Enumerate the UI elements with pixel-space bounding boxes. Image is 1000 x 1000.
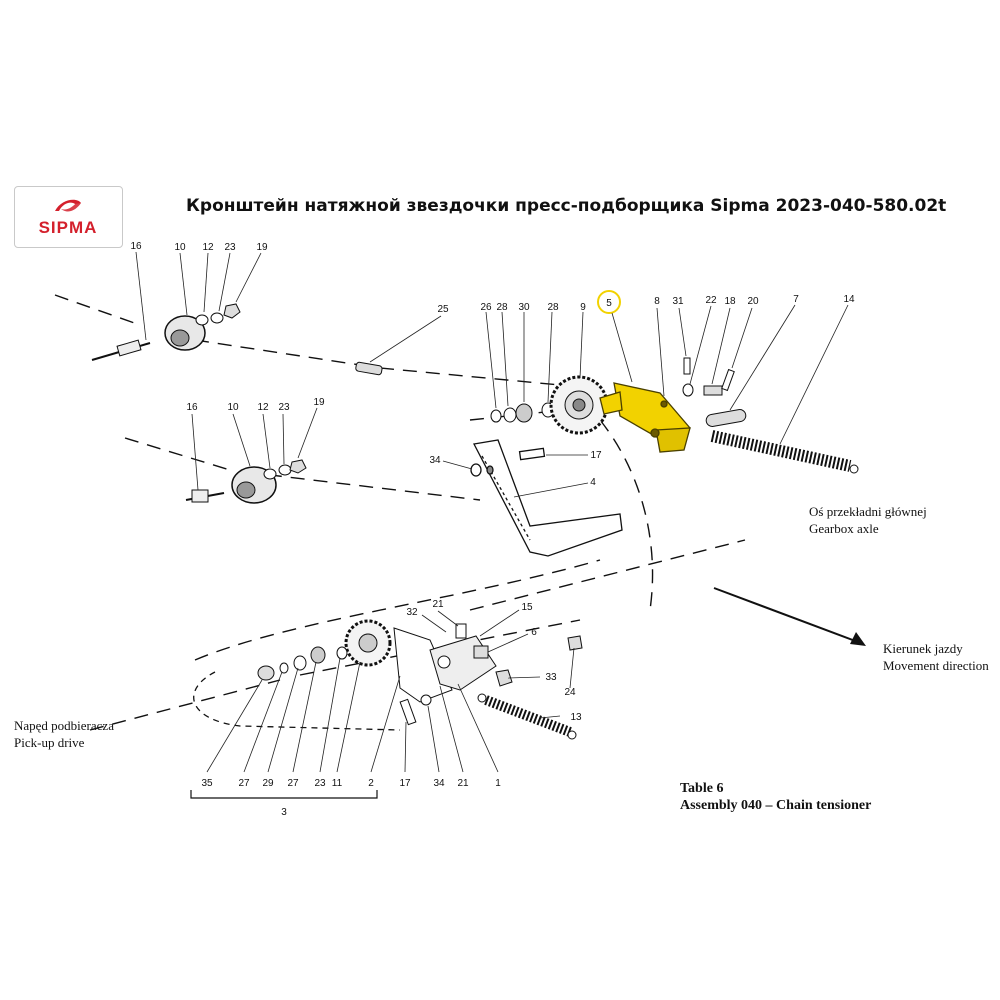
callout-17: 17 bbox=[399, 778, 411, 789]
callout-6: 6 bbox=[531, 627, 537, 638]
callout-19: 19 bbox=[313, 397, 325, 408]
pickup-note: Napęd podbieracza Pick-up drive bbox=[14, 717, 114, 751]
highlight-ring bbox=[597, 290, 621, 314]
callout-34: 34 bbox=[429, 455, 441, 466]
direction-note: Kierunek jazdy Movement direction bbox=[883, 640, 989, 674]
pickup-en: Pick-up drive bbox=[14, 735, 85, 750]
callout-14: 14 bbox=[843, 294, 855, 305]
callout-17: 17 bbox=[590, 450, 602, 461]
upper-sprocket-assembly bbox=[490, 375, 609, 435]
idler-upper bbox=[91, 303, 241, 361]
callout-8: 8 bbox=[654, 296, 660, 307]
table-caption: Table 6 Assembly 040 – Chain tensioner bbox=[680, 780, 871, 814]
spring-14 bbox=[710, 430, 859, 474]
page-title: Кронштейн натяжной звездочки пресс-подбо… bbox=[186, 196, 947, 216]
callout-26: 26 bbox=[480, 302, 492, 313]
logo-text: SIPMA bbox=[39, 218, 98, 237]
link-25 bbox=[355, 361, 383, 376]
idler-lower bbox=[185, 459, 307, 504]
chain-path bbox=[193, 671, 401, 731]
callout-23: 23 bbox=[224, 242, 236, 253]
lower-sprocket-assembly bbox=[257, 619, 453, 726]
pickup-pl: Napęd podbieracza bbox=[14, 718, 114, 733]
callout-12: 12 bbox=[257, 402, 269, 413]
sipma-logo-mark: SIPMA bbox=[39, 199, 98, 237]
callout-18: 18 bbox=[724, 296, 736, 307]
movement-arrow bbox=[713, 587, 866, 646]
callout-28: 28 bbox=[496, 302, 508, 313]
leader-lines bbox=[135, 251, 849, 773]
callout-13: 13 bbox=[570, 712, 582, 723]
spring-13 bbox=[477, 693, 577, 740]
callout-30: 30 bbox=[518, 302, 530, 313]
callout-11: 11 bbox=[332, 778, 343, 789]
callout-19: 19 bbox=[256, 242, 268, 253]
group-bracket-3 bbox=[190, 790, 378, 799]
callout-27: 27 bbox=[287, 778, 299, 789]
callout-23: 23 bbox=[278, 402, 290, 413]
callout-10: 10 bbox=[174, 242, 186, 253]
direction-en: Movement direction bbox=[883, 658, 989, 673]
callout-15: 15 bbox=[521, 602, 533, 613]
gearbox-axle-en: Gearbox axle bbox=[809, 521, 879, 536]
callout-35: 35 bbox=[201, 778, 213, 789]
assembly-name: Assembly 040 – Chain tensioner bbox=[680, 798, 872, 813]
callout-21: 21 bbox=[432, 599, 444, 610]
tensioner-arm-4 bbox=[470, 439, 623, 557]
callout-5: 5 bbox=[606, 298, 612, 309]
callout-31: 31 bbox=[672, 296, 684, 307]
callout-16: 16 bbox=[186, 402, 198, 413]
callout-2: 2 bbox=[368, 778, 374, 789]
callout-21: 21 bbox=[457, 778, 469, 789]
gearbox-axle-pl: Oś przekładni głównej bbox=[809, 504, 927, 519]
direction-pl: Kierunek jazdy bbox=[883, 641, 963, 656]
gearbox-axle-note: Oś przekładni głównej Gearbox axle bbox=[809, 503, 927, 537]
callout-24: 24 bbox=[564, 687, 576, 698]
callout-9: 9 bbox=[580, 302, 586, 313]
callout-7: 7 bbox=[793, 294, 799, 305]
right-small-parts bbox=[682, 357, 747, 427]
callout-32: 32 bbox=[406, 607, 418, 618]
callout-29: 29 bbox=[262, 778, 274, 789]
callout-34: 34 bbox=[433, 778, 445, 789]
callout-25: 25 bbox=[437, 304, 449, 315]
callout-12: 12 bbox=[202, 242, 214, 253]
sipma-logo: SIPMA bbox=[14, 186, 123, 248]
callout-28: 28 bbox=[547, 302, 559, 313]
callout-16: 16 bbox=[130, 241, 142, 252]
callout-22: 22 bbox=[705, 295, 717, 306]
callout-20: 20 bbox=[747, 296, 759, 307]
callout-4: 4 bbox=[590, 477, 596, 488]
callout-23: 23 bbox=[314, 778, 326, 789]
callout-10: 10 bbox=[227, 402, 239, 413]
bracket-5-highlighted bbox=[599, 382, 691, 453]
table-number: Table 6 bbox=[680, 781, 724, 796]
lower-bracket-1 bbox=[429, 623, 583, 691]
callout-3: 3 bbox=[281, 807, 287, 818]
callout-33: 33 bbox=[545, 672, 557, 683]
callout-1: 1 bbox=[495, 778, 501, 789]
callout-27: 27 bbox=[238, 778, 250, 789]
